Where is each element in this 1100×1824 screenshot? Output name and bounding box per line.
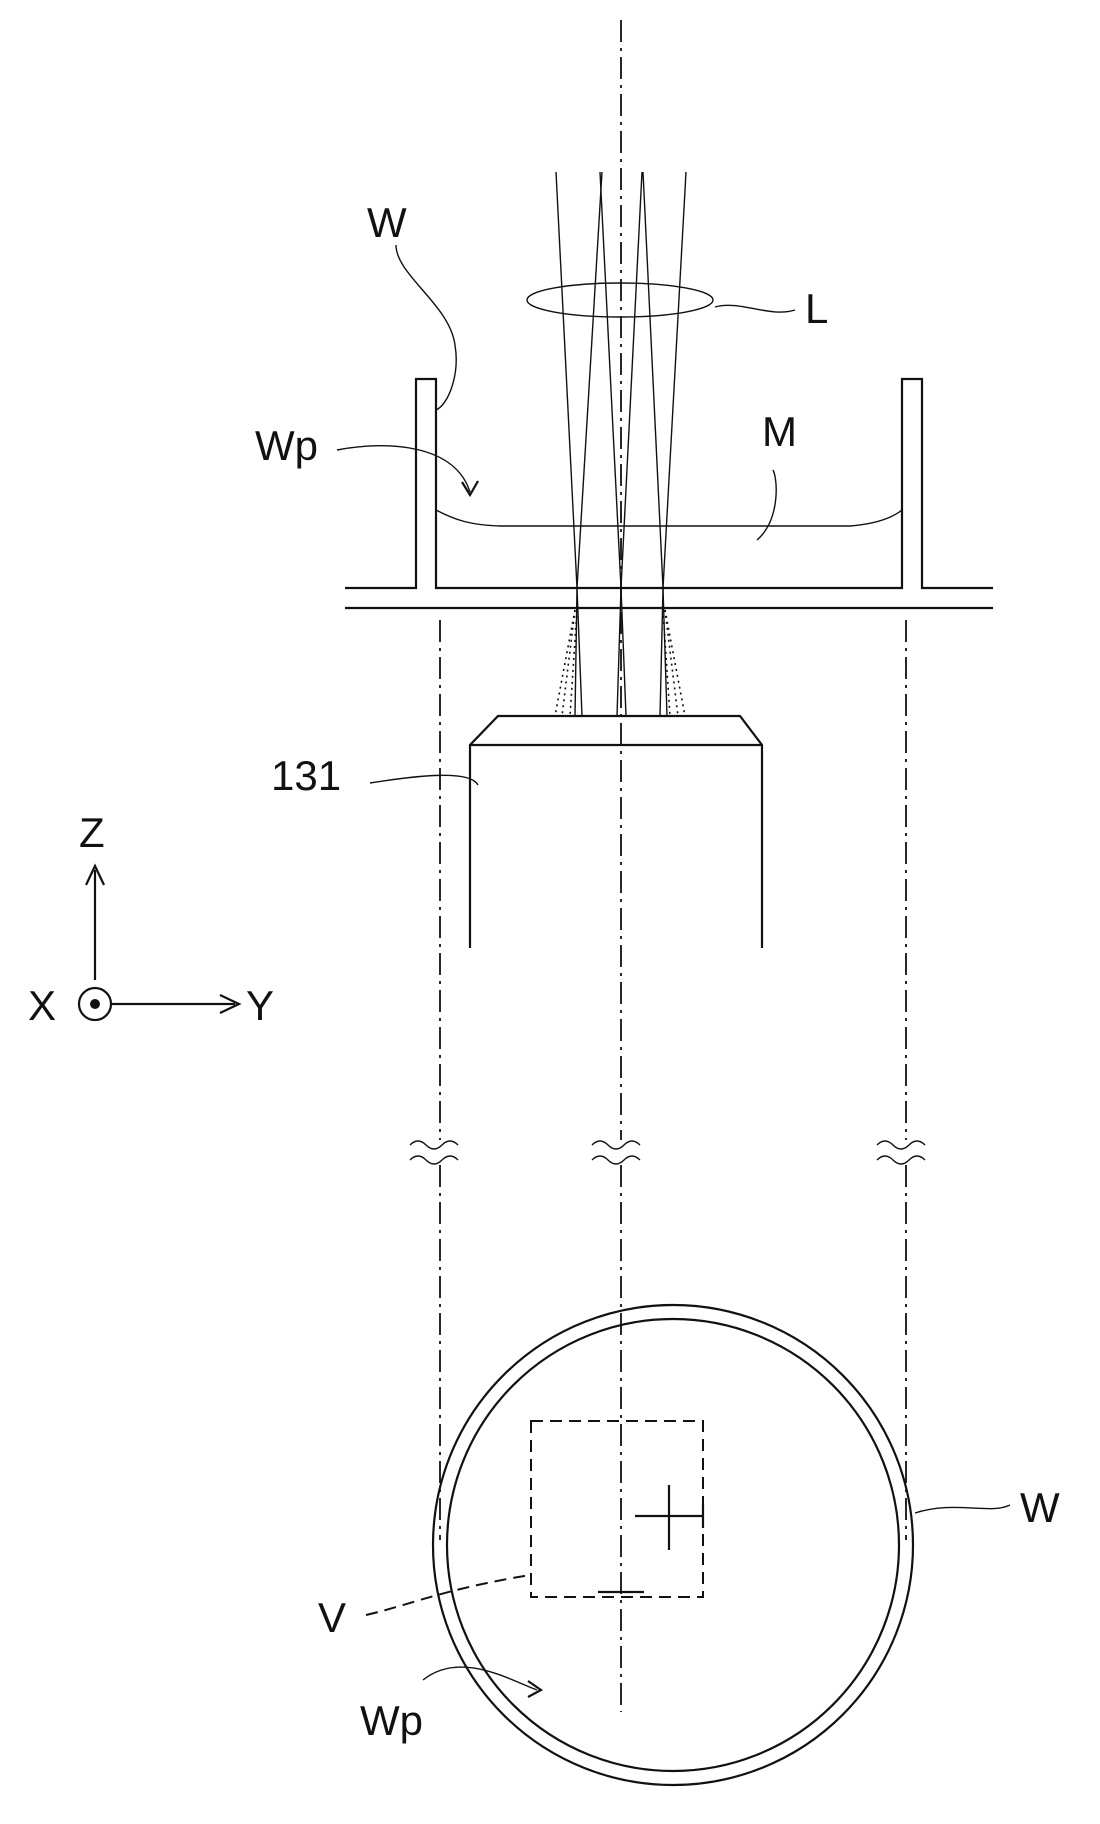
label-axis-x: X	[28, 982, 56, 1029]
label-objective: 131	[271, 752, 341, 799]
light-bundle-ellipse	[527, 283, 713, 317]
leader-lines	[337, 245, 1010, 1697]
coordinate-axes	[79, 866, 239, 1020]
medium-surface	[436, 510, 902, 526]
label-axis-z: Z	[79, 809, 105, 856]
x-axis-dot-icon	[90, 999, 100, 1009]
label-well-bottom-lower: Wp	[360, 1697, 423, 1744]
label-field-of-view: V	[318, 1594, 346, 1641]
well-plan-view	[433, 1305, 913, 1785]
field-of-view-rect	[531, 1421, 703, 1597]
center-marks	[598, 1485, 703, 1592]
well-side-view	[345, 379, 993, 608]
label-well-top: W	[367, 199, 407, 246]
label-medium: M	[762, 408, 797, 455]
projection-lines	[440, 620, 906, 1540]
label-well-right: W	[1020, 1484, 1060, 1531]
objective-lens	[470, 716, 762, 948]
break-symbols	[410, 1141, 925, 1164]
label-light: L	[805, 285, 828, 332]
label-axis-y: Y	[246, 982, 274, 1029]
label-well-bottom-top: Wp	[255, 422, 318, 469]
